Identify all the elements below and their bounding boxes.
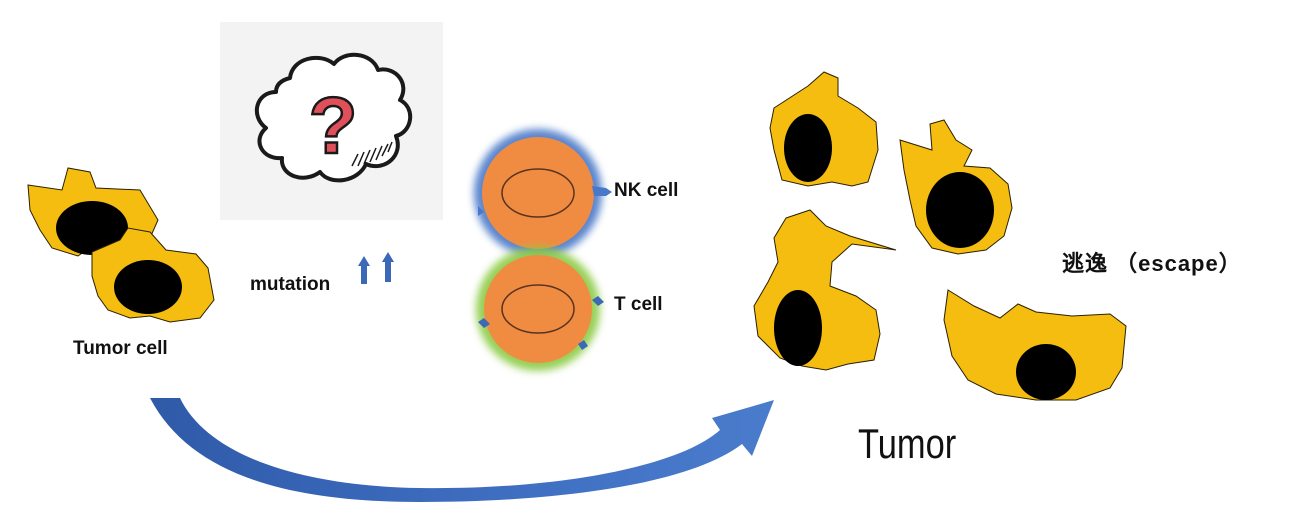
tumor-cell-right-3 bbox=[753, 209, 897, 371]
tumor-cell-cluster-left bbox=[27, 167, 215, 323]
tumor-cell-right-4 bbox=[943, 289, 1127, 401]
nk-cell-label: NK cell bbox=[614, 180, 679, 201]
t-cell-label: T cell bbox=[614, 294, 663, 315]
nucleus-right-4 bbox=[1016, 344, 1076, 400]
question-mark-icon: ? bbox=[309, 81, 358, 170]
tumor-label: Tumor bbox=[858, 420, 957, 467]
t-cell bbox=[476, 247, 604, 371]
nk-cell bbox=[474, 129, 612, 257]
nucleus-right-2 bbox=[926, 172, 994, 248]
nucleus-left-2 bbox=[114, 260, 182, 314]
nucleus-right-3 bbox=[774, 290, 822, 366]
thought-cloud-panel: ? bbox=[220, 22, 443, 220]
mutation-label: mutation bbox=[250, 274, 331, 295]
up-arrow-icon bbox=[358, 252, 394, 284]
tumor-cell-label: Tumor cell bbox=[73, 338, 168, 359]
cloud-hatching bbox=[351, 141, 393, 167]
nucleus-right-1 bbox=[784, 114, 832, 182]
curved-arrow-icon bbox=[150, 398, 774, 502]
thought-cloud-icon bbox=[255, 52, 412, 183]
escape-label: 逃逸 （escape） bbox=[1062, 251, 1242, 276]
nucleus-left-1 bbox=[56, 201, 128, 255]
tumor-cell-cluster-right bbox=[753, 71, 1127, 401]
